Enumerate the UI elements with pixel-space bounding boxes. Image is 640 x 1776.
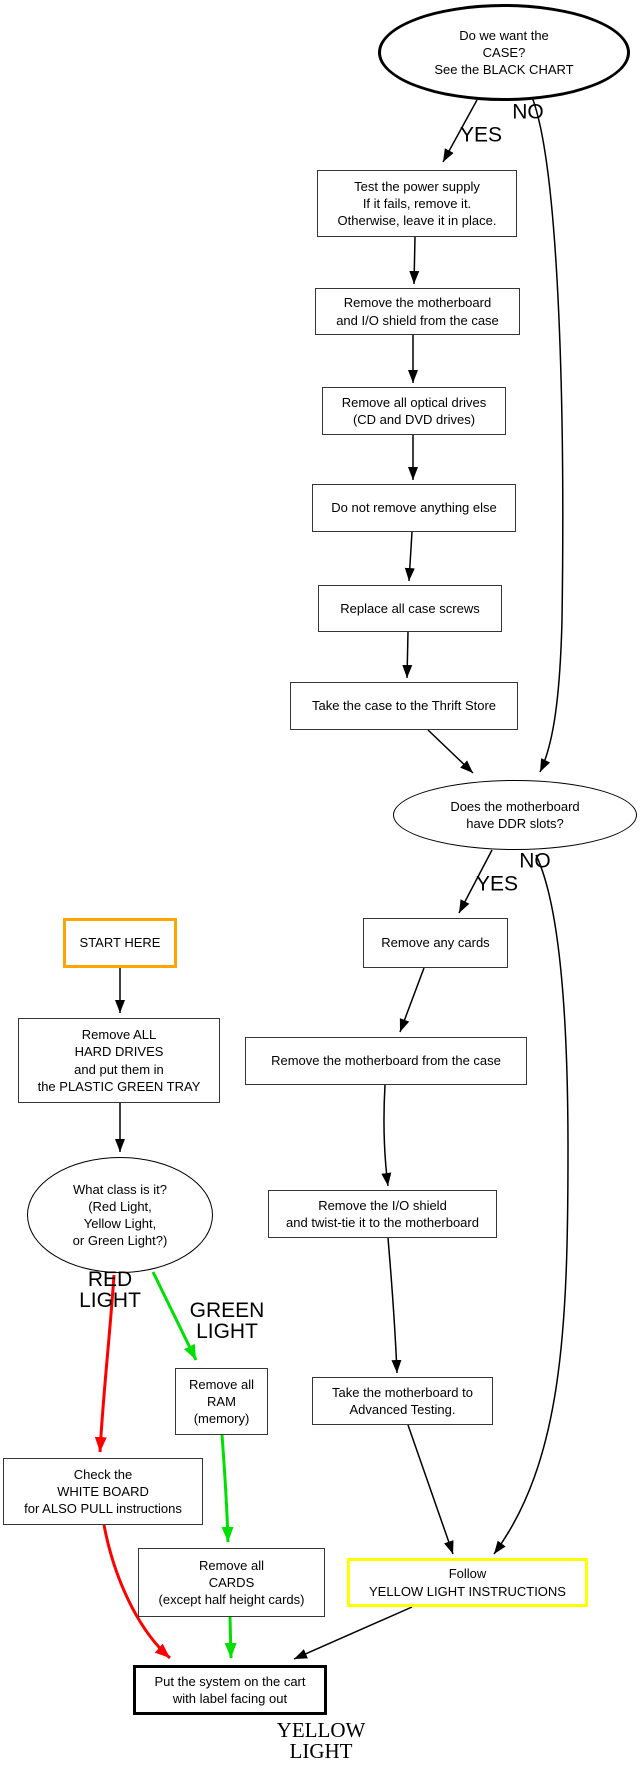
edge-cards-to-cart bbox=[224, 1616, 237, 1659]
edge-want-case-yes bbox=[442, 99, 478, 163]
edge-ddr-yes bbox=[458, 849, 493, 914]
node-remove-motherboard-io-shield: Remove the motherboard and I/O shield fr… bbox=[315, 288, 520, 335]
edge-nothing-else-to-screws bbox=[404, 531, 415, 582]
edge-label-no-ddr: NO bbox=[519, 849, 551, 873]
node-put-system-on-cart: Put the system on the cart with label fa… bbox=[133, 1665, 327, 1715]
edge-ddr-no bbox=[493, 854, 569, 1555]
edge-ram-to-cards bbox=[220, 1434, 234, 1543]
edge-yellow-box-to-cart bbox=[293, 1606, 413, 1660]
node-take-case-thrift-store: Take the case to the Thrift Store bbox=[290, 682, 518, 730]
edge-screws-to-thrift bbox=[402, 631, 413, 679]
node-test-power-supply: Test the power supply If it fails, remov… bbox=[317, 170, 517, 237]
edge-label-no-want-case: NO bbox=[512, 100, 544, 124]
edge-label-yes-want-case: YES bbox=[459, 123, 503, 147]
edge-want-case-no bbox=[531, 96, 564, 773]
node-remove-optical-drives: Remove all optical drives (CD and DVD dr… bbox=[322, 387, 506, 435]
node-remove-motherboard-from-case: Remove the motherboard from the case bbox=[245, 1037, 527, 1085]
node-remove-hard-drives: Remove ALL HARD DRIVES and put them in t… bbox=[18, 1018, 220, 1103]
node-start-here: START HERE bbox=[63, 918, 177, 968]
edge-label-red-light: RED LIGHT bbox=[79, 1268, 141, 1312]
edge-advanced-to-yellow-box bbox=[407, 1424, 454, 1555]
node-remove-io-shield-twist-tie: Remove the I/O shield and twist-tie it t… bbox=[268, 1190, 497, 1238]
decision-what-class: What class is it? (Red Light, Yellow Lig… bbox=[27, 1157, 213, 1273]
edge-io-twist-to-advanced bbox=[387, 1237, 402, 1374]
edge-label-yellow-light: YELLOW LIGHT bbox=[276, 1718, 366, 1763]
edge-whiteboard-to-cart bbox=[102, 1524, 171, 1660]
node-remove-all-cards: Remove all CARDS (except half height car… bbox=[138, 1548, 325, 1617]
edge-mobo-case-to-io-twist bbox=[381, 1084, 392, 1187]
node-follow-yellow-light-instructions: Follow YELLOW LIGHT INSTRUCTIONS bbox=[347, 1558, 588, 1607]
edge-any-cards-to-mobo-case bbox=[399, 967, 425, 1033]
edge-psu-to-mobo-io bbox=[409, 236, 420, 285]
edge-thrift-to-ddr bbox=[427, 729, 474, 774]
node-do-not-remove-anything-else: Do not remove anything else bbox=[312, 484, 516, 532]
edge-label-yes-ddr: YES bbox=[475, 872, 519, 896]
node-check-white-board: Check the WHITE BOARD for ALSO PULL inst… bbox=[3, 1458, 203, 1525]
node-replace-case-screws: Replace all case screws bbox=[318, 585, 502, 632]
decision-want-case: Do we want the CASE? See the BLACK CHART bbox=[378, 4, 630, 101]
decision-ddr-slots: Does the motherboard have DDR slots? bbox=[393, 780, 637, 850]
edge-label-green-light: GREEN LIGHT bbox=[189, 1299, 265, 1343]
node-advanced-testing: Take the motherboard to Advanced Testing… bbox=[312, 1377, 493, 1425]
node-remove-any-cards: Remove any cards bbox=[363, 918, 508, 968]
node-remove-ram: Remove all RAM (memory) bbox=[175, 1368, 268, 1435]
edge-green-light-to-ram bbox=[151, 1271, 198, 1361]
edge-red-light-to-whiteboard bbox=[94, 1274, 116, 1453]
